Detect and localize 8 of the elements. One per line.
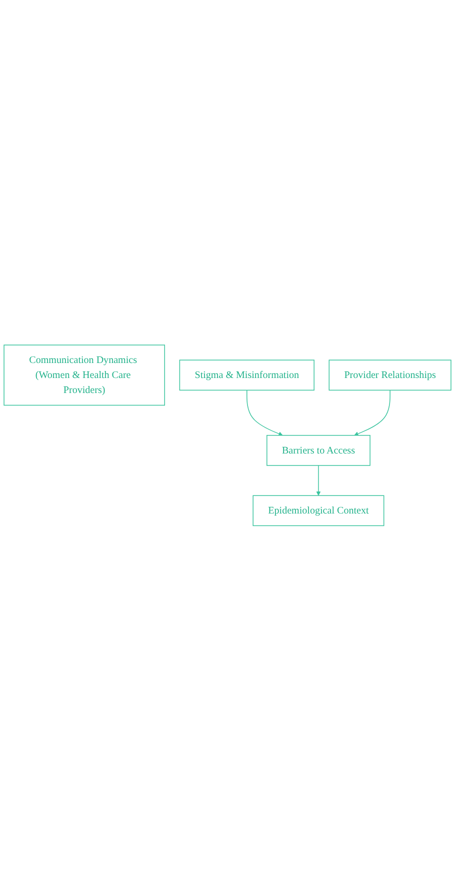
node-box: Stigma & Misinformation — [179, 359, 314, 390]
node-box: Provider Relationships — [328, 359, 452, 390]
arrow — [246, 389, 283, 436]
node-box: Epidemiological Context — [252, 494, 384, 526]
node-box: Barriers to Access — [266, 434, 370, 466]
arrow — [354, 389, 390, 436]
node-box: Communication Dynamics (Women & Health Care Providers) — [4, 344, 165, 406]
arrow — [316, 464, 321, 496]
